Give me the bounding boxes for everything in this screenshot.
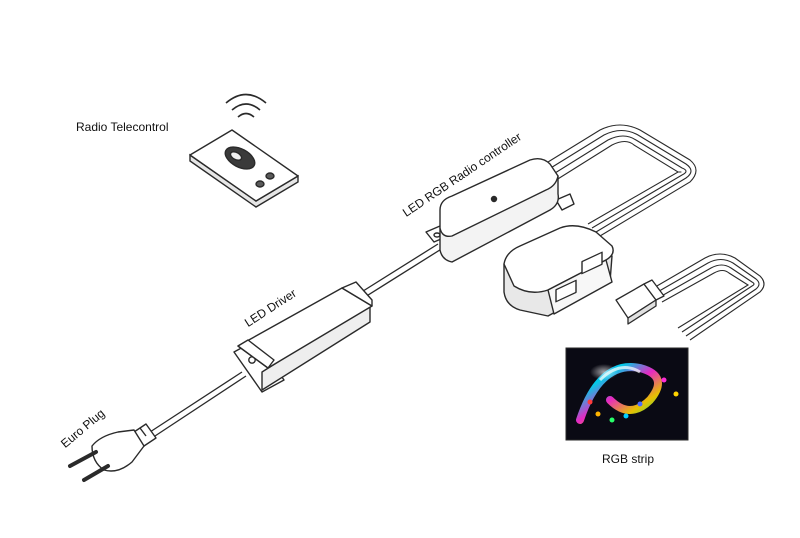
rgb-ribbon-cable	[534, 124, 697, 237]
strip-ribbon-cable	[649, 253, 765, 341]
strip-label: RGB strip	[602, 452, 655, 466]
euro-plug-icon	[68, 423, 157, 482]
power-cable	[149, 371, 247, 437]
remote-control-icon	[189, 129, 299, 208]
driver-output-cable	[351, 243, 444, 303]
power-driver-icon	[233, 281, 373, 393]
controller-box-icon	[425, 157, 575, 263]
four-pin-connector-icon	[615, 279, 665, 325]
splitter-box-icon	[503, 225, 614, 317]
rgb-led-strip-photo	[565, 347, 689, 441]
wireless-signal-icon	[225, 93, 267, 118]
remote-label: Radio Telecontrol	[76, 120, 169, 134]
